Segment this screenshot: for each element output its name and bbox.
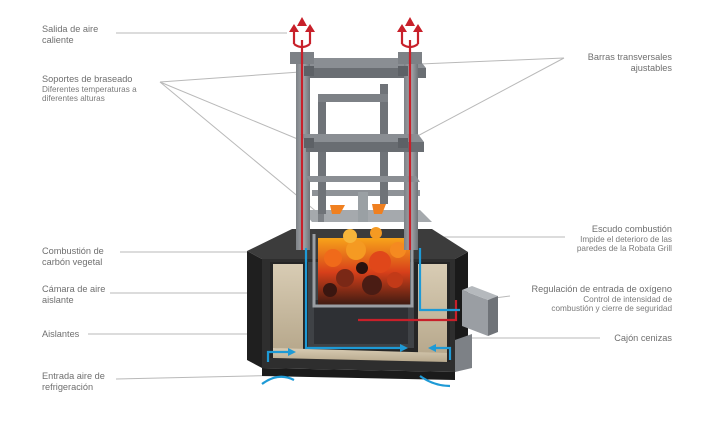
label-title: refrigeración <box>42 381 94 392</box>
leader-soportes-1 <box>159 71 301 83</box>
label-aislantes: Aislantes <box>42 329 79 340</box>
combustion-shield <box>312 234 414 308</box>
leader-soportes-2 <box>159 81 301 141</box>
label-subtitle: combustión y cierre de seguridad <box>551 304 672 314</box>
leader-lines <box>88 32 600 380</box>
label-title: aislante <box>42 294 74 305</box>
label-title: Soportes de braseado <box>42 74 133 84</box>
cool-air-arrowheads <box>288 344 436 356</box>
ash-drawer <box>455 334 472 372</box>
label-title: Entrada aire de <box>42 371 105 381</box>
arrow-up-icon <box>305 24 315 32</box>
arrow-up-icon <box>289 24 299 32</box>
label-subtitle: Diferentes temperaturas a <box>42 84 137 94</box>
leader-barras-1 <box>419 57 565 65</box>
label-title: Cámara de aire <box>42 284 106 294</box>
label-cajon: Cajón cenizas <box>614 333 672 344</box>
label-regulacion: Regulación de entrada de oxígeno Control… <box>532 284 672 314</box>
label-title: caliente <box>42 34 74 45</box>
arrow-left-icon <box>428 344 436 352</box>
label-title: Combustión de <box>42 246 104 256</box>
arrow-up-icon <box>405 17 415 26</box>
charcoal-fire <box>318 227 410 306</box>
label-salida-aire: Salida de aire caliente <box>42 24 98 45</box>
leader-barras-2 <box>409 57 565 141</box>
oxygen-regulator <box>462 286 498 336</box>
label-camara: Cámara de aire aislante <box>42 284 105 305</box>
label-entrada-aire: Entrada aire de refrigeración <box>42 371 105 392</box>
label-title: Cajón cenizas <box>614 333 672 343</box>
label-subtitle: diferentes alturas <box>42 94 105 104</box>
insulation-left <box>273 264 303 350</box>
label-soportes: Soportes de braseado Diferentes temperat… <box>42 74 137 104</box>
label-title: Salida de aire <box>42 24 99 34</box>
arrow-up-icon <box>413 24 423 32</box>
base-plate <box>262 368 455 380</box>
label-subtitle: paredes de la Robata Grill <box>576 244 672 254</box>
insulation-bottom <box>273 348 447 362</box>
arrow-right-icon <box>400 344 408 352</box>
label-subtitle: Impide el deterioro de las <box>580 234 672 244</box>
label-subtitle: Control de intensidad de <box>583 294 672 304</box>
leader-soportes-3 <box>159 81 319 214</box>
label-barras: Barras transversales ajustables <box>588 52 672 73</box>
label-title: ajustables <box>630 62 672 73</box>
label-combustion: Combustión de carbón vegetal <box>42 246 104 267</box>
steel-frame <box>290 52 426 250</box>
label-title: Barras transversales <box>587 52 672 62</box>
hot-air-flow <box>292 30 458 322</box>
cool-air-flow <box>261 248 460 388</box>
hot-air-arrowheads <box>289 17 423 32</box>
label-escudo: Escudo combustión Impide el deterioro de… <box>577 224 672 254</box>
label-title: Regulación de entrada de oxígeno <box>531 284 672 294</box>
label-title: Escudo combustión <box>591 224 672 234</box>
label-title: Aislantes <box>42 329 80 339</box>
arrow-right-icon <box>288 348 296 356</box>
grill-left-wall <box>247 251 262 368</box>
arrow-up-icon <box>397 24 407 32</box>
arrow-up-icon <box>297 17 307 26</box>
label-title: carbón vegetal <box>42 256 103 267</box>
